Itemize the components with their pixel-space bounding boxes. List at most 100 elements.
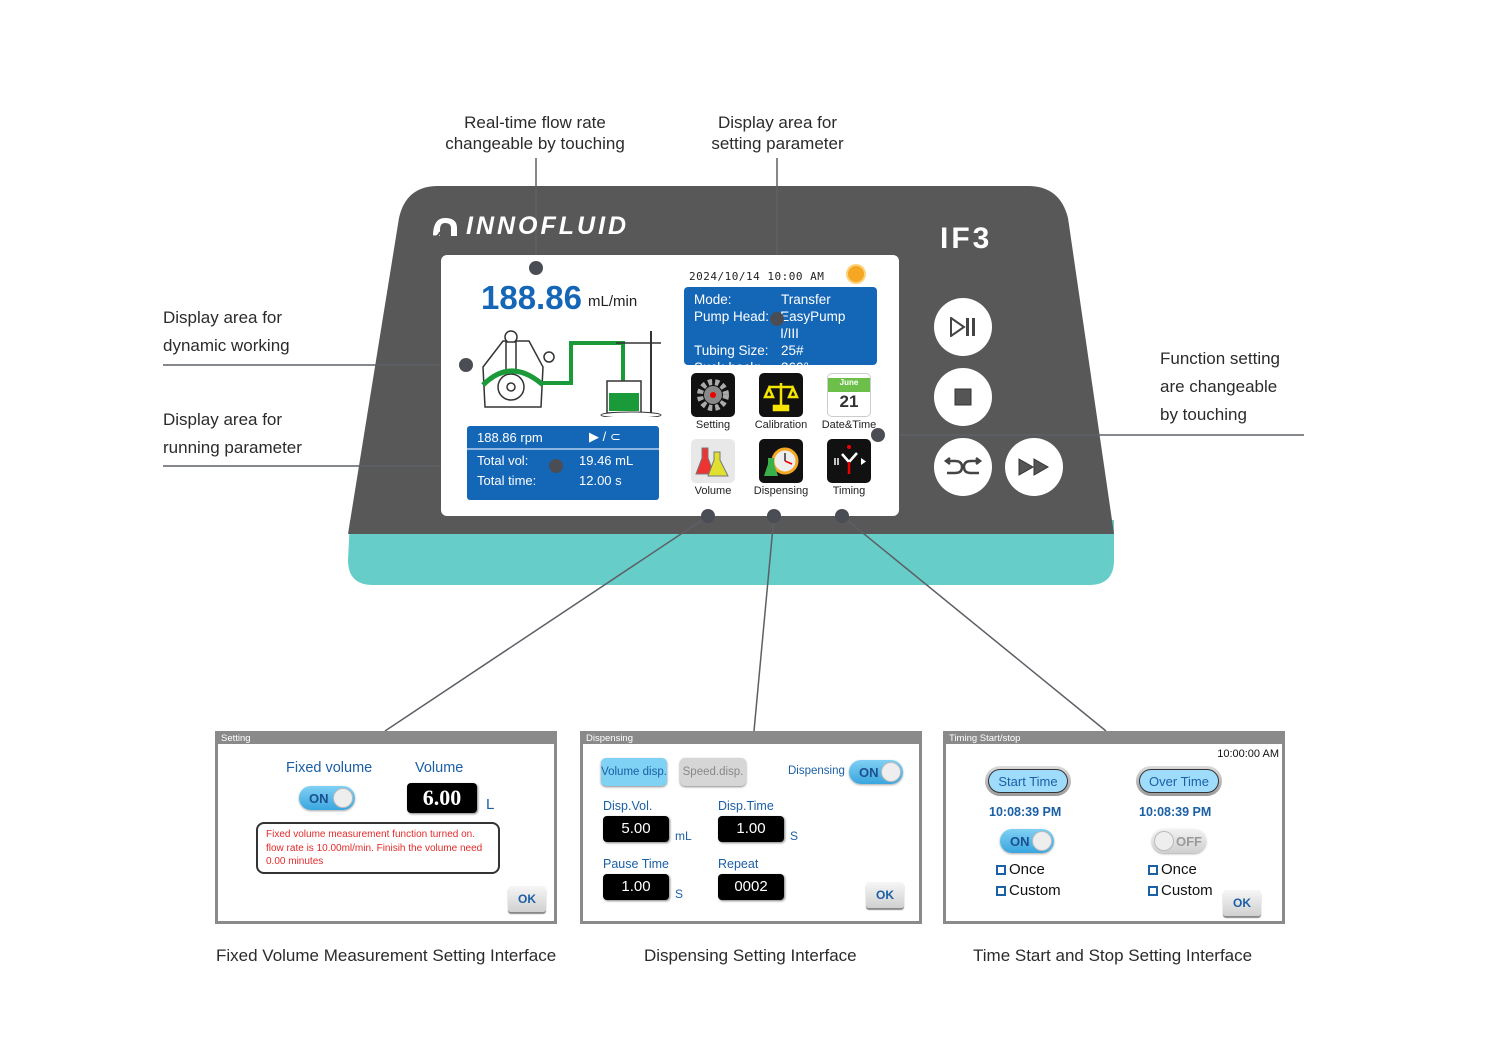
brand-logo: INNOFLUID [430,212,629,241]
setting-parameter-panel[interactable]: Mode:Transfer Pump Head:EasyPump I/III T… [684,287,877,375]
stop-icon [954,388,972,406]
callout-setting-parameter: Display area for setting parameter [690,112,865,154]
dispensing-toggle[interactable]: ON [849,760,903,784]
toggle-label: ON [859,764,879,780]
function-date-time[interactable]: June 21 Date&Time [815,373,883,431]
callout-line: setting parameter [711,134,844,153]
volume-label: Volume [415,760,464,776]
repeat-label: Repeat [718,857,759,871]
ok-button[interactable]: OK [866,882,904,908]
param-key: Suck-back: [694,360,761,375]
tubing [481,368,545,387]
flask-icon [691,439,735,483]
param-value: 360° [781,360,809,375]
toggle-label: ON [1010,833,1030,849]
start-custom-checkbox[interactable]: Custom [996,882,1061,899]
function-setting[interactable]: Setting [679,373,747,431]
pump-animation [481,330,662,417]
fixed-volume-setting-panel: Setting Fixed volume Volume ON 6.00 L Fi… [215,731,557,924]
function-label: Volume [694,485,732,497]
disp-vol-unit: mL [675,829,692,843]
function-label: Calibration [754,419,808,431]
function-calibration[interactable]: Calibration [747,373,815,431]
function-volume[interactable]: Volume [679,439,747,497]
param-value: 25# [781,343,804,358]
function-dispensing[interactable]: Dispensing [747,439,815,497]
function-label: Setting [695,419,731,431]
callout-line: Display area for [163,308,283,327]
over-time-toggle[interactable]: OFF [1152,829,1206,853]
callout-dot [459,358,473,372]
volume-input[interactable]: 6.00 [407,783,477,813]
volume-disp-button[interactable]: Volume disp. [601,758,667,786]
alarm-clock-icon[interactable] [846,264,866,284]
over-custom-checkbox[interactable]: Custom [1148,882,1213,899]
checkbox-label: Once [1161,861,1197,878]
calendar-month: June [828,378,870,392]
reverse-direction-icon [943,457,983,475]
repeat-input[interactable]: 0002 [718,874,784,900]
stopwatch-icon [759,439,803,483]
callout-line: Real-time flow rate [464,113,606,132]
start-time-label: Start Time [988,769,1068,793]
fixed-volume-toggle[interactable]: ON [299,786,355,810]
callout-line: by touching [1160,405,1247,424]
play-pause-button[interactable] [934,298,992,356]
pause-time-unit: S [675,887,684,901]
pump-head-icon [482,330,555,408]
param-row: Mode:Transfer [694,291,867,308]
checkbox-icon [996,864,1006,875]
checkbox-icon [1148,885,1158,896]
over-time-value: 10:08:39 PM [1139,805,1212,819]
run-status-row: 188.86 rpm ▶ / ⊂ [467,426,659,450]
fast-forward-icon [1018,458,1050,476]
function-timing[interactable]: Timing [815,439,883,497]
disp-time-input[interactable]: 1.00 [718,816,784,842]
running-parameter-panel: 188.86 rpm ▶ / ⊂ Total vol:19.46 mL Tota… [467,426,659,500]
start-time-toggle[interactable]: ON [1000,829,1054,853]
param-row: Suck-back: 360° [694,359,867,376]
callout-dot [549,459,563,473]
over-once-checkbox[interactable]: Once [1148,861,1197,878]
checkbox-label: Once [1009,861,1045,878]
callout-line: Display area for [163,410,283,429]
param-value: EasyPump I/III [780,309,846,341]
checkbox-icon [996,885,1006,896]
param-key: Tubing Size: [694,343,769,358]
start-time-button[interactable]: Start Time [985,766,1071,796]
calendar-icon: June 21 [827,373,871,417]
toggle-knob [1154,831,1174,851]
pause-time-input[interactable]: 1.00 [603,874,669,900]
callout-dot [529,261,543,275]
flow-rate-value[interactable]: 188.86 [481,279,582,316]
calendar-day: 21 [839,392,859,411]
start-once-checkbox[interactable]: Once [996,861,1045,878]
run-value: 19.46 mL [579,452,634,468]
brand-name: INNOFLUID [466,212,630,240]
run-direction-icon: ▶ / ⊂ [589,429,621,444]
callout-function-setting: Function setting are changeable by touch… [1160,345,1280,429]
speed-disp-button[interactable]: Speed.disp. [680,758,746,786]
disp-vol-input[interactable]: 5.00 [603,816,669,842]
callout-dot [770,312,784,326]
fast-forward-button[interactable] [1005,438,1063,496]
toggle-knob [333,788,353,808]
touch-screen[interactable]: 188.86 mL/min 2024/10/14 10:00 AM Mode:T… [441,255,899,516]
disp-time-label: Disp.Time [718,799,774,813]
callout-dot [835,509,849,523]
device-base [348,520,1114,585]
stop-button[interactable] [934,368,992,426]
scale-icon [759,373,803,417]
callout-dot [767,509,781,523]
dispensing-label: Dispensing [788,765,845,777]
over-time-button[interactable]: Over Time [1136,766,1222,796]
ok-button[interactable]: OK [1223,890,1261,916]
checkbox-label: Custom [1161,882,1213,899]
ok-button[interactable]: OK [508,886,546,912]
reverse-direction-button[interactable] [934,438,992,496]
caption-fixed-volume: Fixed Volume Measurement Setting Interfa… [216,946,557,965]
fixed-volume-label: Fixed volume [286,760,373,776]
gear-icon [691,373,735,417]
tubing-line [543,341,625,395]
callout-flow-rate: Real-time flow rate changeable by touchi… [435,112,635,154]
